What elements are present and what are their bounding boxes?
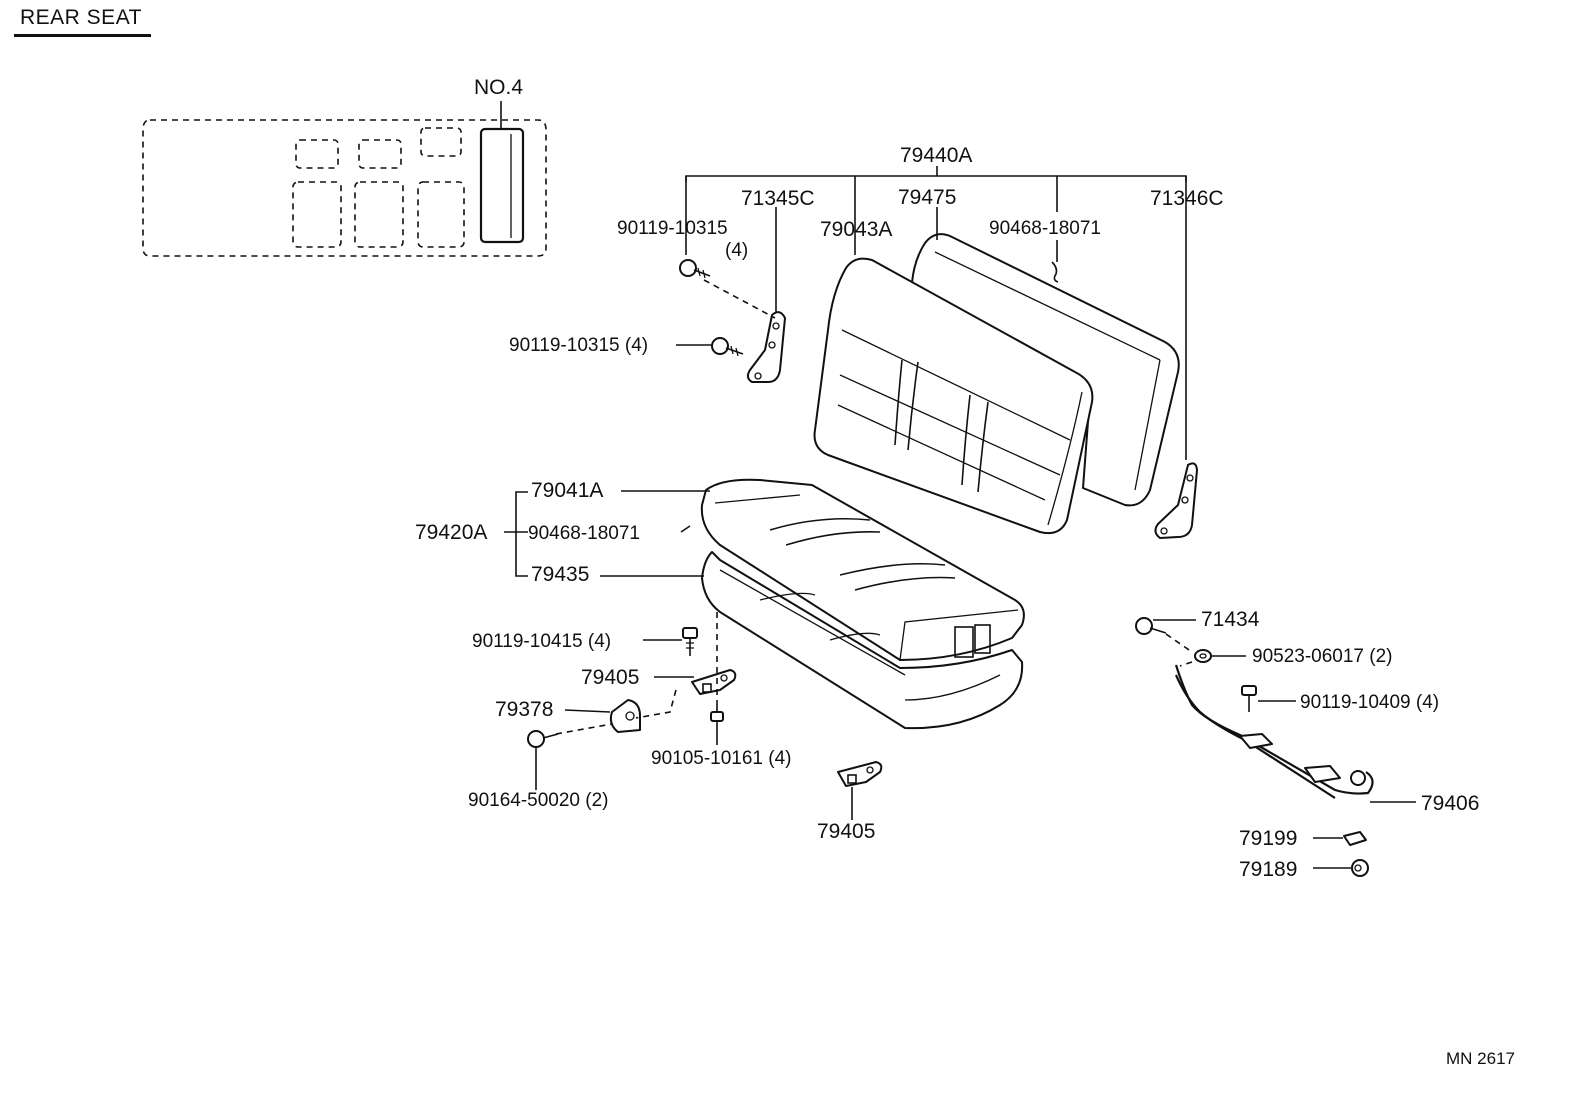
label-bolt-rod-lower: 90119-10409 (4) <box>1300 692 1439 713</box>
label-seat-position: NO.4 <box>474 76 523 99</box>
bolt-upper-drawing <box>679 259 711 279</box>
bolt-rod-drawing <box>1135 617 1167 635</box>
washer-drawing <box>1194 649 1212 663</box>
label-cushion-assy: 79420A <box>415 521 487 544</box>
label-hog-ring-upper: 90468-18071 <box>989 218 1101 239</box>
backrest-cover-drawing <box>813 257 1094 535</box>
label-bolt-upper: 90119-10315 <box>617 218 728 239</box>
cushion-pad-drawing <box>701 551 1024 730</box>
bolt-rod-lower-drawing <box>1241 685 1257 712</box>
cushion-cover-drawing <box>700 478 1025 661</box>
label-bolt-rod: 71434 <box>1201 608 1260 631</box>
label-backrest-cover: 79043A <box>820 218 892 241</box>
label-hinge-upper: 79405 <box>581 666 639 689</box>
label-striker: 79378 <box>495 698 553 721</box>
label-cushion-cover: 79041A <box>531 479 603 502</box>
label-hog-ring-lower: 90468-18071 <box>528 523 640 544</box>
label-backrest-assy: 79440A <box>900 144 972 167</box>
seat-position-inset <box>142 101 547 257</box>
hinge-upper-drawing <box>691 669 737 695</box>
label-bracket-left: 71345C <box>741 187 815 210</box>
diagram-code: MN 2617 <box>1446 1049 1515 1068</box>
title-underline <box>14 34 151 37</box>
bolt-cushion-drawing <box>682 627 698 656</box>
bolt-side-drawing <box>711 337 744 357</box>
diagram-title: REAR SEAT <box>20 6 142 29</box>
label-backrest-frame: 79475 <box>898 186 956 209</box>
bracket-left-drawing <box>746 311 786 383</box>
lock-rod-drawing <box>1174 664 1374 799</box>
label-bolt-upper-qty: (4) <box>725 240 748 261</box>
bolt-hinge-drawing <box>710 700 724 722</box>
striker-drawing <box>609 699 641 733</box>
label-screw-striker: 90164-50020 (2) <box>468 790 609 811</box>
label-clip: 79199 <box>1239 827 1297 850</box>
label-bushing: 79189 <box>1239 858 1297 881</box>
bracket-right-drawing <box>1154 462 1198 539</box>
screw-striker-drawing <box>527 730 559 748</box>
label-bracket-right: 71346C <box>1150 187 1224 210</box>
hinge-lower-drawing <box>837 761 883 787</box>
label-washer: 90523-06017 (2) <box>1252 646 1393 667</box>
label-hinge-lower: 79405 <box>817 820 875 843</box>
label-lock-rod: 79406 <box>1421 792 1479 815</box>
label-cushion-pad: 79435 <box>531 563 589 586</box>
label-bolt-cushion: 90119-10415 (4) <box>472 631 611 652</box>
clip-drawing <box>1343 831 1367 846</box>
label-bolt-side: 90119-10315 (4) <box>509 335 648 356</box>
bushing-drawing <box>1351 859 1369 877</box>
highlighted-seat <box>479 127 525 244</box>
label-bolt-hinge: 90105-10161 (4) <box>651 748 792 769</box>
